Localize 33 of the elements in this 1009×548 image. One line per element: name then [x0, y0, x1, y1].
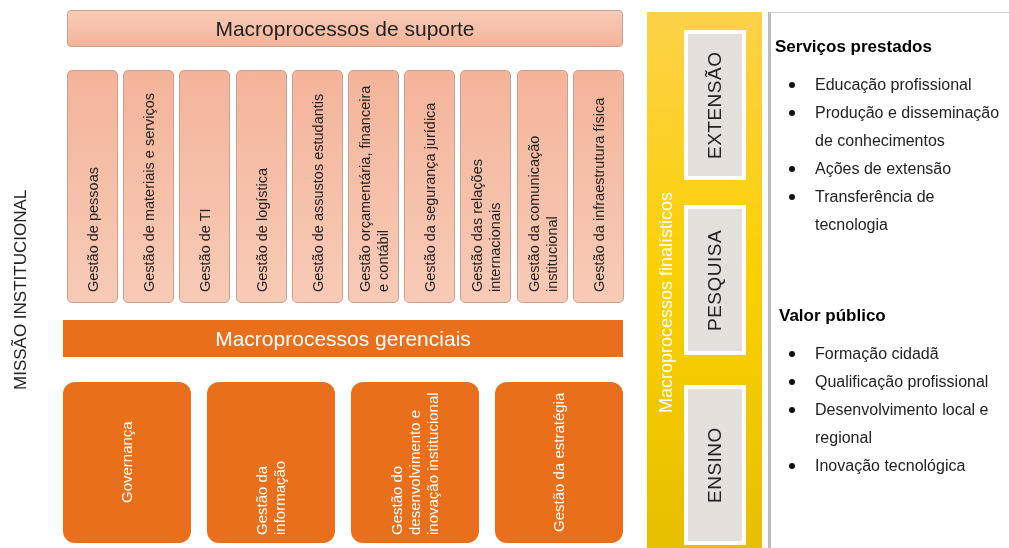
- bullet-item: Transferência de tecnologia: [815, 188, 935, 233]
- text-panel: [768, 12, 1009, 548]
- process-box: Gestão de logística: [235, 70, 287, 303]
- category-bar: Macroprocessos de suporte: [67, 10, 623, 47]
- section-heading: Serviços prestados: [775, 37, 932, 57]
- panel-title: Macroprocessos finalísticos: [654, 190, 677, 415]
- process-box: Gestão da estratégia: [495, 382, 623, 543]
- side-label: MISSÃO INSTITUCIONAL: [10, 188, 31, 393]
- process-box: Gestão da segurança jurídica: [404, 70, 456, 303]
- bullet-item: Desenvolvimento local e regional: [815, 401, 989, 446]
- process-box: Gestão das relações internacionais: [460, 70, 512, 303]
- process-box: PESQUISA: [684, 205, 746, 355]
- bullet-item: Educação profissional: [815, 76, 972, 93]
- process-box: Gestão de pessoas: [67, 70, 118, 303]
- process-box: Gestão do desenvolvimento e inovação institucional: [351, 382, 479, 543]
- process-box: Gestão orçamentária, financeira e contábil: [348, 70, 399, 303]
- process-box: Gestão da comunicação institucional: [516, 70, 568, 303]
- process-box: Gestão de TI: [179, 70, 231, 303]
- category-panel: [647, 12, 762, 548]
- section-heading: Valor público: [779, 306, 886, 326]
- process-box: Gestão de assustos estudantis: [291, 70, 343, 303]
- process-box: EXTENSÃO: [684, 30, 746, 180]
- bullet-item: Produção e disseminação de conhecimentos: [815, 104, 1000, 149]
- process-box: ENSINO: [684, 385, 746, 545]
- process-box: Gestão da informação: [207, 382, 335, 543]
- process-box: Governança: [63, 382, 191, 543]
- process-box: Gestão de materiais e serviços: [123, 70, 175, 303]
- bullet-item: Ações de extensão: [815, 160, 952, 177]
- bullet-item: Qualificação profissional: [815, 373, 989, 390]
- bullet-item: Formação cidadã: [815, 345, 939, 362]
- process-box: Gestão da infraestrutura física: [572, 70, 624, 303]
- bullet-item: Inovação tecnológica: [815, 457, 966, 474]
- category-bar: Macroprocessos gerenciais: [63, 320, 623, 357]
